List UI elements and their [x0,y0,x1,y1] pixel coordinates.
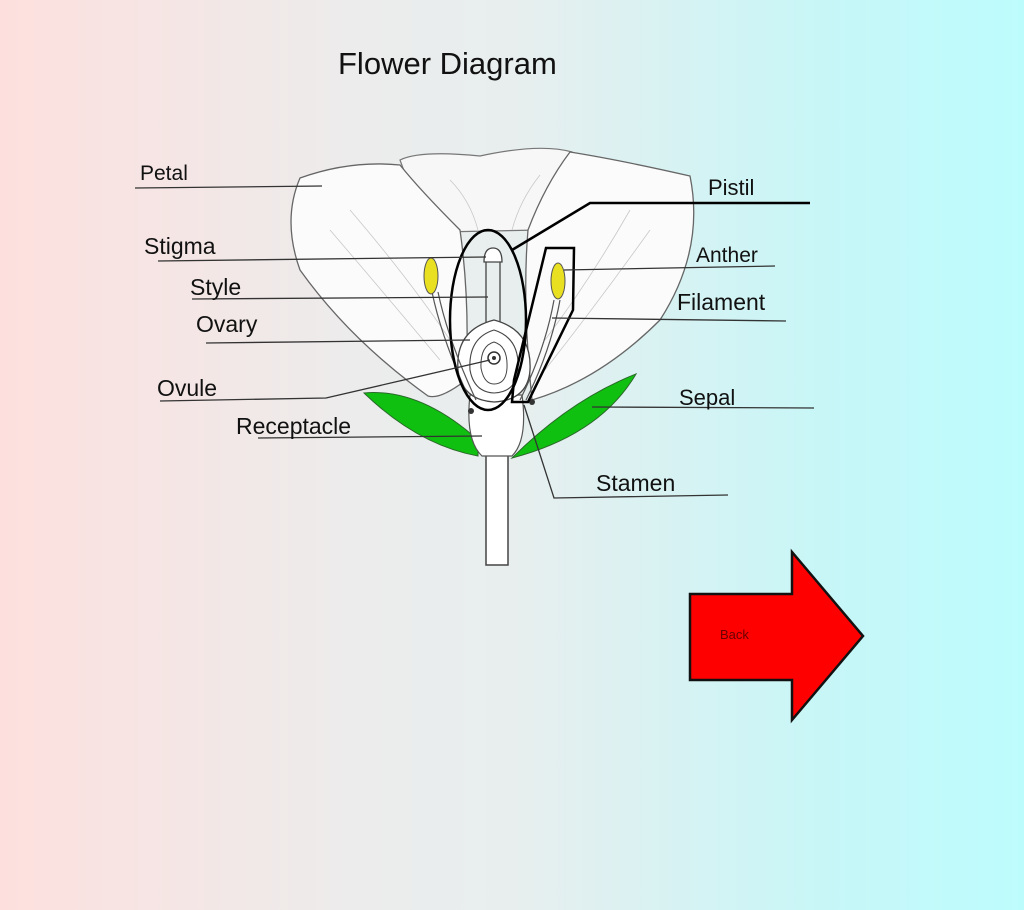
filament-right-2 [525,299,561,401]
anther-left [423,257,439,295]
label-petal: Petal [140,162,188,185]
ovary-inner-2 [480,341,508,385]
receptacle [468,394,525,457]
leader-petal [134,185,323,189]
sepal-left [362,392,479,457]
leader-style [191,296,489,300]
label-pistil: Pistil [708,175,754,200]
leader-anther [563,265,776,271]
stamen-outline [510,246,576,404]
leader-sepal [591,406,815,409]
label-stamen: Stamen [596,470,675,496]
stigma [483,247,503,263]
label-filament: Filament [677,289,766,315]
leader-stamen [523,404,729,499]
label-receptacle: Receptacle [236,413,351,439]
label-stigma: Stigma [144,233,216,259]
back-arrow-button[interactable] [686,548,868,726]
label-sepal: Sepal [679,385,735,410]
filament-right [519,299,555,401]
ovary-inner [469,329,519,394]
pistil-outline [448,228,528,412]
nectary-right [529,399,535,405]
leader-ovary [205,339,471,344]
style [485,262,501,322]
ovule-core [492,356,496,360]
pistil-pointer [511,201,810,252]
petal-right [525,151,695,401]
petal-veins [329,174,651,371]
sepal-right [510,373,638,459]
leader-stigma [157,256,487,262]
filament-left-2 [437,291,477,401]
nectary-left [468,408,474,414]
label-anther: Anther [696,244,758,267]
leader-receptacle [257,435,483,439]
leader-filament [551,317,787,322]
label-ovule: Ovule [157,375,217,401]
label-ovary: Ovary [196,311,258,337]
arrow-right-icon [688,548,865,724]
label-style: Style [190,274,241,300]
anther-right [550,262,566,300]
leader-ovule [159,359,491,402]
filament-left [431,291,471,401]
stem [485,455,509,566]
page-title: Flower Diagram [338,46,557,81]
